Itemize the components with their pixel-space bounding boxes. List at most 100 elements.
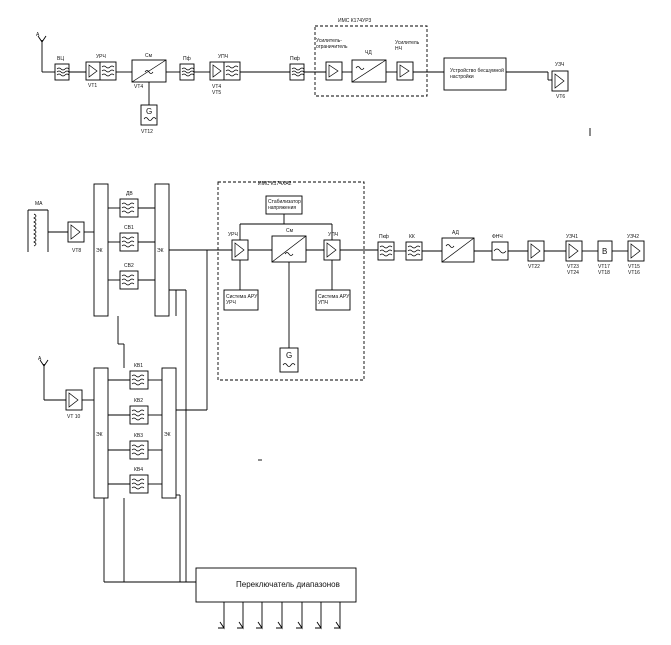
antenna-bottom: A	[38, 356, 49, 400]
svg-text:УПЧ: УПЧ	[218, 54, 228, 60]
band-filter-kv3: КВ3	[129, 433, 149, 460]
ims-k174ur3-boundary	[314, 25, 428, 97]
urch-bottom-block: УРЧ	[228, 232, 249, 261]
svg-text:АД: АД	[452, 230, 460, 236]
svg-text:ИМС К174ХА2: ИМС К174ХА2	[258, 181, 292, 187]
svg-text:МА: МА	[35, 201, 43, 207]
svg-text:См: См	[145, 53, 153, 59]
svg-text:ЭК: ЭК	[96, 432, 103, 438]
svg-text:УЗЧ2: УЗЧ2	[627, 234, 639, 240]
svg-text:Пф: Пф	[183, 56, 191, 62]
svg-text:VT1: VT1	[88, 83, 97, 89]
generator-top-block: G VT12	[140, 104, 158, 135]
mixer-top-block: См VT4	[131, 53, 167, 90]
vt10-amp-block: VT 10	[65, 389, 83, 420]
pkf-bottom-block: Пкф	[377, 234, 395, 261]
electronic-switch-left-top: ЭК	[93, 183, 109, 317]
vt22-amp-block: VT22	[527, 240, 545, 270]
ims-k174xa2-boundary	[217, 181, 365, 381]
svg-text:G: G	[146, 107, 152, 116]
svg-text:КК: КК	[409, 234, 415, 240]
electronic-switch-right-top: ЭК	[154, 183, 170, 317]
svg-text:VT6: VT6	[556, 94, 565, 100]
fnch-block: ФНЧ	[491, 234, 509, 261]
svg-text:КВ3: КВ3	[134, 433, 143, 439]
urch-top-block: УРЧ VT1	[85, 54, 117, 89]
electronic-switch-right-bottom: ЭК	[161, 367, 177, 499]
vc-block: ВЦ	[54, 56, 70, 81]
svg-text:VT4: VT4	[134, 84, 143, 90]
svg-text:КВ1: КВ1	[134, 363, 143, 369]
svg-text:УРЧ: УРЧ	[228, 232, 238, 238]
svg-text:СВ1: СВ1	[124, 225, 134, 231]
band-filter-kv2: КВ2	[129, 398, 149, 425]
svg-text:VT22: VT22	[528, 264, 540, 270]
kk-block: КК	[405, 234, 423, 261]
svg-text:ФНЧ: ФНЧ	[492, 234, 503, 240]
svg-text:УЗЧ1: УЗЧ1	[566, 234, 578, 240]
svg-text:В: В	[602, 247, 607, 256]
svg-text:УРЧ: УРЧ	[96, 54, 106, 60]
svg-text:ЭК: ЭК	[164, 432, 171, 438]
magnetic-antenna: МА	[27, 201, 49, 252]
band-filter-dv: ДВ	[119, 191, 139, 218]
ad-block: АД	[441, 230, 475, 263]
svg-text:УПЧ: УПЧ	[328, 232, 338, 238]
pf-block: Пф	[179, 56, 195, 81]
uzch-top-block: УЗЧ VT6	[551, 62, 569, 100]
band-filter-sv1: СВ1	[119, 225, 139, 252]
svg-text:VT 10: VT 10	[67, 414, 80, 420]
electronic-switch-left-bottom: ЭК	[93, 367, 109, 499]
svg-text:ЭК: ЭК	[157, 248, 164, 254]
svg-text:VT12: VT12	[141, 129, 153, 135]
svg-text:СВ2: СВ2	[124, 263, 134, 269]
svg-text:Пкф: Пкф	[379, 234, 389, 240]
band-filter-kv4: КВ4	[129, 467, 149, 494]
range-switch-block: Переключатель диапазонов	[195, 567, 357, 603]
upch-bottom-block: УПЧ	[323, 232, 341, 261]
svg-text:Переключатель диапазонов: Переключатель диапазонов	[236, 580, 340, 589]
svg-text:КВ2: КВ2	[134, 398, 143, 404]
svg-text:ДВ: ДВ	[126, 191, 133, 197]
limiter-block: Усилитель-ограничитель	[316, 38, 348, 81]
range-switch-contacts	[218, 602, 341, 630]
svg-text:ЧД: ЧД	[365, 50, 372, 56]
antenna-top: A	[36, 32, 47, 72]
svg-text:См: См	[286, 228, 294, 234]
chd-block: ЧД	[351, 50, 387, 83]
vt8-amp-block: VT8	[67, 221, 85, 254]
mixer-bottom-block: См	[271, 228, 307, 263]
svg-text:ИМС К174УР3: ИМС К174УР3	[338, 18, 372, 24]
svg-text:Усилитель-ограничитель: Усилитель-ограничитель	[316, 38, 348, 50]
band-filter-kv1: КВ1	[129, 363, 149, 390]
svg-text:КВ4: КВ4	[134, 467, 143, 473]
generator-bottom-block: G	[279, 347, 299, 373]
svg-text:УЗЧ: УЗЧ	[555, 62, 564, 68]
svg-text:G: G	[286, 351, 292, 360]
svg-text:VT8: VT8	[72, 248, 81, 254]
svg-text:ЭК: ЭК	[96, 248, 103, 254]
svg-text:A: A	[36, 32, 40, 38]
band-filter-sv2: СВ2	[119, 263, 139, 290]
svg-text:Пкф: Пкф	[290, 56, 300, 62]
